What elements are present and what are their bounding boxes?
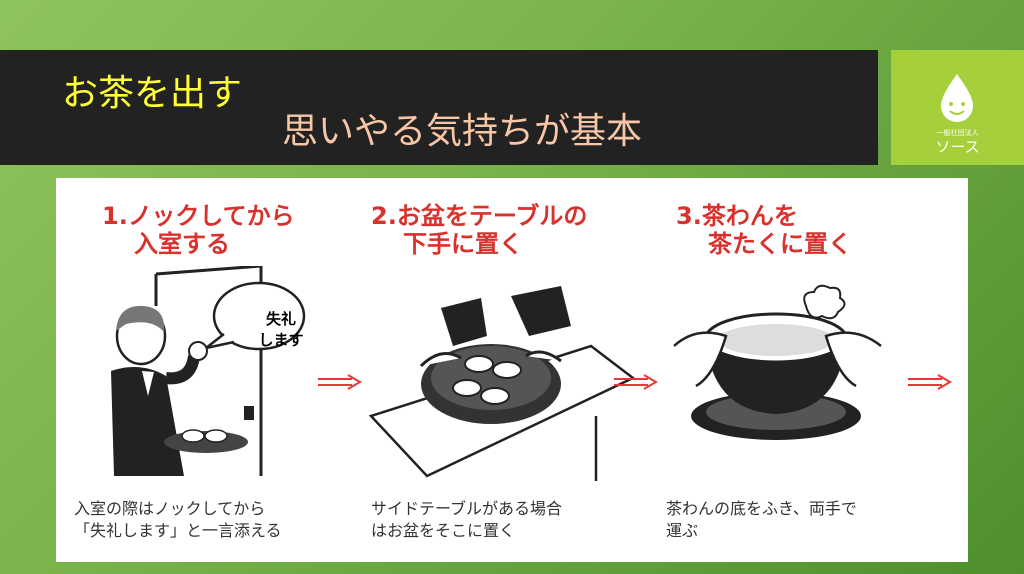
logo-small-text: 一般社団法人 <box>936 129 979 137</box>
step-2-desc-line1: サイドテーブルがある場合 <box>371 499 563 518</box>
step-2: 2.お盆をテーブルの 下手に置く サイドテーブルがある場合 はお盆をそこに置く <box>361 178 661 562</box>
logo-name: ソース <box>935 138 980 156</box>
page-title: お茶を出す <box>62 73 243 114</box>
speech-bubble: 失礼 します <box>236 308 326 350</box>
step-1-title: 1.ノックしてから 入室する <box>102 202 295 258</box>
title-bar: お茶を出す 思いやる気持ちが基本 <box>0 50 878 165</box>
step-3: 3.茶わんを 茶たくに置く 茶わんの底をふき、両手で 運ぶ <box>656 178 956 562</box>
step-1-title-line1: 1.ノックしてから <box>102 202 295 230</box>
step-2-title-line2: 下手に置く <box>403 230 523 258</box>
step-1: 1.ノックしてから 入室する 失礼 します <box>56 178 356 562</box>
step-2-title-line1: 2.お盆をテーブルの <box>371 202 588 230</box>
step-3-description: 茶わんの底をふき、両手で 運ぶ <box>666 498 857 542</box>
arrow-right-icon <box>318 374 362 390</box>
step-1-desc-line2: 「失礼します」と一言添える <box>74 521 282 540</box>
instruction-panel: 1.ノックしてから 入室する 失礼 します <box>56 178 968 562</box>
step-3-desc-line2: 運ぶ <box>666 521 699 540</box>
person-knocking-door-icon <box>111 266 306 476</box>
speech-bubble-line1: 失礼 <box>265 310 296 328</box>
arrow-right-icon <box>908 374 952 390</box>
step-2-description: サイドテーブルがある場合 はお盆をそこに置く <box>371 498 562 542</box>
step-3-desc-line1: 茶わんの底をふき、両手で <box>666 499 857 518</box>
step-2-title: 2.お盆をテーブルの 下手に置く <box>371 202 587 258</box>
step-3-title-line1: 3.茶わんを <box>676 202 798 230</box>
step-2-desc-line2: はお盆をそこに置く <box>371 521 516 540</box>
teacup-on-saucer-icon <box>673 284 882 440</box>
arrow-right-icon <box>614 374 658 390</box>
smiling-drop-icon <box>941 74 973 122</box>
step-3-title: 3.茶わんを 茶たくに置く <box>676 202 852 258</box>
page-subtitle: 思いやる気持ちが基本 <box>282 111 643 152</box>
step-1-desc-line1: 入室の際はノックしてから <box>74 499 266 518</box>
step-1-description: 入室の際はノックしてから 「失礼します」と一言添える <box>74 498 282 542</box>
logo: 一般社団法人 ソース <box>891 50 1024 165</box>
step-3-title-line2: 茶たくに置く <box>708 230 852 258</box>
step-1-title-line2: 入室する <box>134 230 230 258</box>
speech-bubble-line2: します <box>258 331 304 349</box>
tray-on-table-icon <box>368 286 636 481</box>
